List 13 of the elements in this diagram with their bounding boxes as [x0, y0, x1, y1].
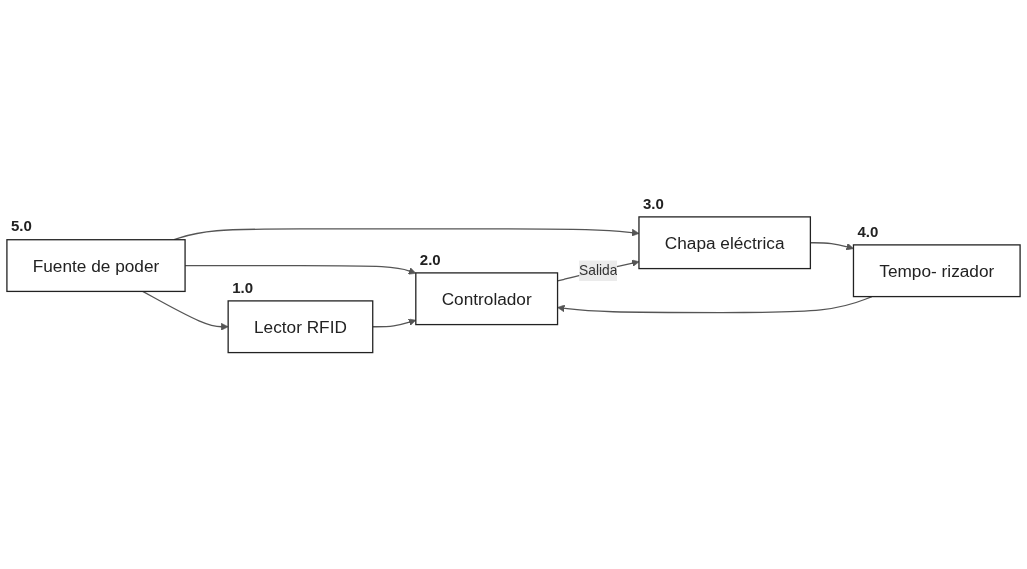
node-number: 3.0	[642, 194, 664, 212]
edge-label: Salida	[579, 262, 618, 278]
node-number: 2.0	[419, 250, 441, 268]
arrow	[142, 290, 229, 331]
node-box: Tempo- rizador	[852, 244, 1021, 297]
node-number: 1.0	[232, 278, 253, 296]
arrow	[557, 295, 873, 313]
node-number: 5.0	[10, 217, 32, 235]
node-box: Lector RFID	[227, 300, 374, 353]
node-box: Fuente de poder	[6, 238, 186, 292]
node-box: Chapa eléctrica	[638, 216, 812, 269]
node-box: Controlador	[415, 272, 559, 325]
node-number: 4.0	[857, 222, 879, 240]
